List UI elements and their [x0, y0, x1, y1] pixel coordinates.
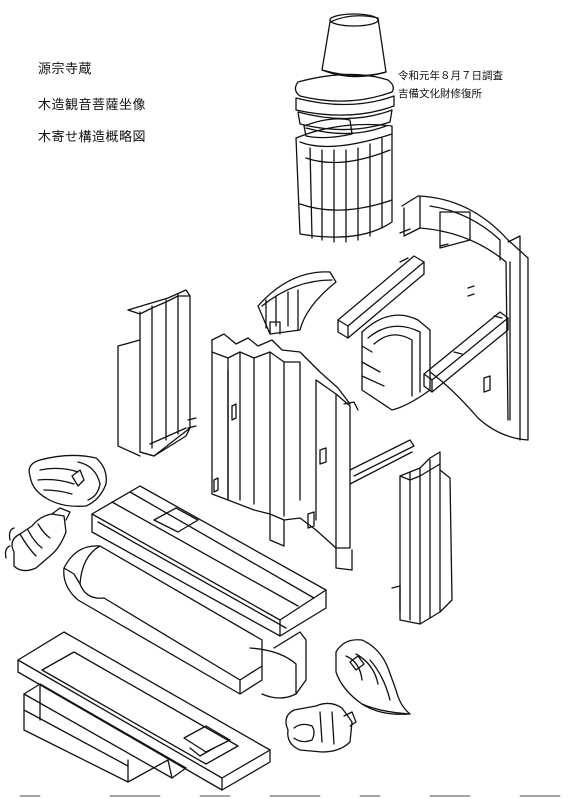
right-lower-side-part [392, 452, 452, 624]
back-shell-part [400, 196, 528, 440]
lap-slab-part [92, 486, 326, 636]
right-hand-part [286, 703, 356, 752]
survey-organization: 吉備文化財修復所 [398, 88, 482, 100]
pedestal-frame-part [18, 632, 270, 790]
crown-rings-part [295, 74, 394, 133]
crossbar-lower-part [424, 312, 508, 392]
shoulder-block-part [258, 272, 336, 334]
head-block-part [296, 119, 392, 242]
pedestal-base-part [24, 684, 186, 782]
owner-label: 源宗寺蔵 [38, 62, 93, 77]
crown-part [322, 14, 386, 77]
chest-front-part [362, 315, 430, 410]
crossbar-upper-part [338, 256, 424, 338]
left-side-part [118, 290, 196, 456]
survey-date: 令和元年８月７日調査 [398, 70, 503, 82]
drawing-title: 木寄せ構造概略図 [38, 130, 147, 145]
left-ear-part [29, 455, 106, 506]
left-hand-part [6, 508, 71, 571]
subject-title: 木造観音菩薩坐像 [38, 98, 147, 113]
main-body-part [212, 334, 414, 570]
knee-roll-part [64, 546, 306, 698]
right-ear-part [336, 640, 410, 715]
